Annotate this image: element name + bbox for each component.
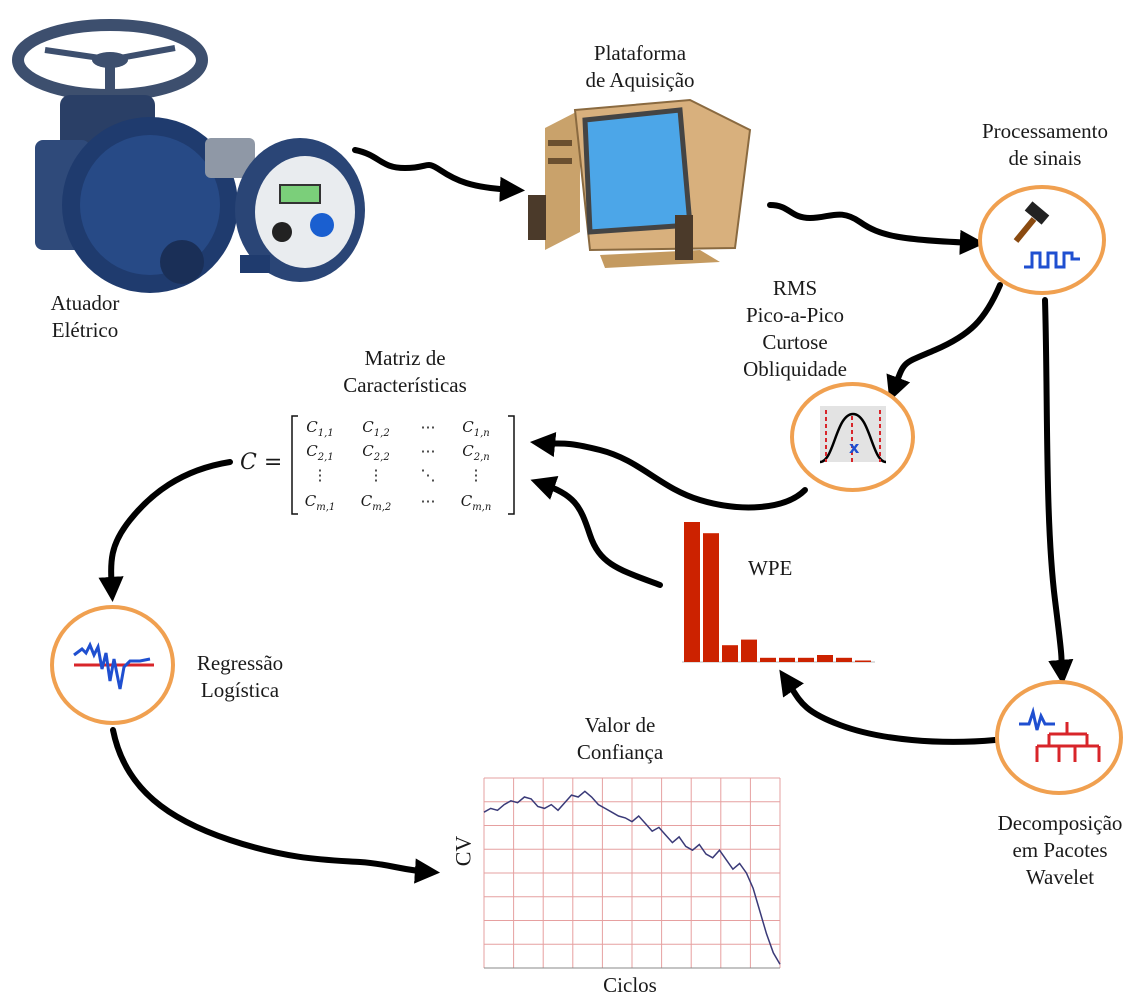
- matrix-cell: C2,1: [306, 442, 334, 463]
- matrix-cell: ⋮: [312, 466, 328, 484]
- actuator-label-line1: Atuador: [50, 291, 120, 315]
- hammer-signal-icon: [1013, 201, 1080, 269]
- platform-label-line2: de Aquisição: [585, 68, 695, 92]
- wavelet-label-line1: Decomposição: [997, 811, 1123, 835]
- wavelet-label: Decomposição em Pacotes Wavelet: [975, 810, 1145, 891]
- features-label: RMS Pico-a-Pico Curtose Obliquidade: [715, 275, 875, 383]
- matrix-cell: Cm,n: [460, 492, 492, 513]
- cycles-axis-label: Ciclos: [570, 972, 690, 999]
- feature-skewness: Obliquidade: [743, 357, 847, 381]
- matrix-symbol: C =: [240, 450, 283, 475]
- matrix-cell: ⋮: [368, 466, 384, 484]
- matrix-cell: ⋮: [468, 466, 484, 484]
- wpe-bar: [684, 522, 700, 662]
- processing-label: Processamento de sinais: [955, 118, 1135, 172]
- matrix-cell: Cm,2: [360, 492, 392, 513]
- wpe-bar: [722, 645, 738, 662]
- regression-label-line2: Logística: [200, 678, 280, 702]
- matrix-cell: ⋱: [420, 466, 436, 484]
- wpe-bar: [855, 660, 871, 662]
- matrix-brackets: [291, 415, 515, 515]
- arrow-matrix-to-regression: [98, 459, 233, 603]
- wpe-bar: [741, 639, 757, 662]
- actuator-label: Atuador Elétrico: [30, 290, 140, 344]
- regression-label: Regressão Logística: [180, 650, 300, 704]
- feature-peak-to-peak: Pico-a-Pico: [746, 303, 844, 327]
- cycles-axis-text: Ciclos: [603, 973, 657, 997]
- processing-label-line2: de sinais: [1008, 146, 1082, 170]
- matrix-cell: C2,n: [462, 442, 490, 463]
- confidence-label-line1: Valor de: [584, 713, 656, 737]
- matrix-cell: Cm,1: [304, 492, 336, 513]
- wpe-bars: [684, 522, 871, 662]
- platform-label-line1: Plataforma: [593, 41, 687, 65]
- regression-label-line1: Regressão: [196, 651, 284, 675]
- logistic-regression-node: [50, 605, 175, 725]
- arrow-wavelet-to-wpe: [779, 669, 998, 745]
- matrix-label-line2: Características: [343, 373, 467, 397]
- matrix-label: Matriz de Características: [315, 345, 495, 399]
- wpe-label-text: WPE: [748, 556, 793, 580]
- feature-rms: RMS: [772, 276, 818, 300]
- regression-plot-icon: [73, 641, 154, 690]
- feature-kurtosis: Curtose: [762, 330, 828, 354]
- arrow-regression-to-cv: [110, 727, 441, 884]
- matrix-cell: C1,n: [462, 418, 490, 439]
- confidence-label: Valor de Confiança: [545, 712, 695, 766]
- wavelet-tree-icon: [1019, 706, 1101, 762]
- arrow-wpe-to-matrix: [530, 475, 663, 588]
- wpe-bar: [703, 533, 719, 662]
- wavelet-label-line2: em Pacotes: [1012, 838, 1108, 862]
- matrix-cell: ⋯: [420, 492, 436, 510]
- arrow-platform-to-processing: [767, 202, 986, 255]
- matrix-cell: ⋯: [420, 418, 436, 436]
- wpe-bar: [798, 657, 814, 662]
- wavelet-decomposition-node: [995, 680, 1123, 795]
- matrix-label-line1: Matriz de: [364, 346, 446, 370]
- platform-label: Plataforma de Aquisição: [560, 40, 720, 94]
- statistics-node: x: [790, 382, 915, 492]
- arrow-actuator-to-platform: [352, 147, 526, 202]
- confidence-label-line2: Confiança: [576, 740, 664, 764]
- arrow-processing-to-wavelet: [1042, 297, 1074, 686]
- matrix-cell: C1,2: [362, 418, 390, 439]
- cv-series-line: [483, 790, 781, 965]
- wpe-bar: [817, 655, 833, 662]
- arrow-processing-to-stats: [886, 282, 1003, 402]
- wpe-label: WPE: [748, 555, 792, 582]
- distribution-icon: x: [819, 406, 887, 464]
- cv-axis-label: CV: [450, 835, 476, 867]
- wpe-bar: [760, 657, 776, 662]
- matrix-cell: ⋯: [420, 442, 436, 460]
- processing-label-line1: Processamento: [982, 119, 1108, 143]
- matrix-cell: C2,2: [362, 442, 390, 463]
- wavelet-label-line3: Wavelet: [1025, 865, 1095, 889]
- wpe-bar: [836, 657, 852, 662]
- signal-processing-node: [978, 185, 1106, 295]
- wpe-bar: [779, 657, 795, 662]
- arrow-stats-to-matrix: [529, 431, 808, 511]
- actuator-label-line2: Elétrico: [51, 318, 119, 342]
- svg-text:x: x: [849, 438, 860, 457]
- matrix-cell: C1,1: [306, 418, 334, 439]
